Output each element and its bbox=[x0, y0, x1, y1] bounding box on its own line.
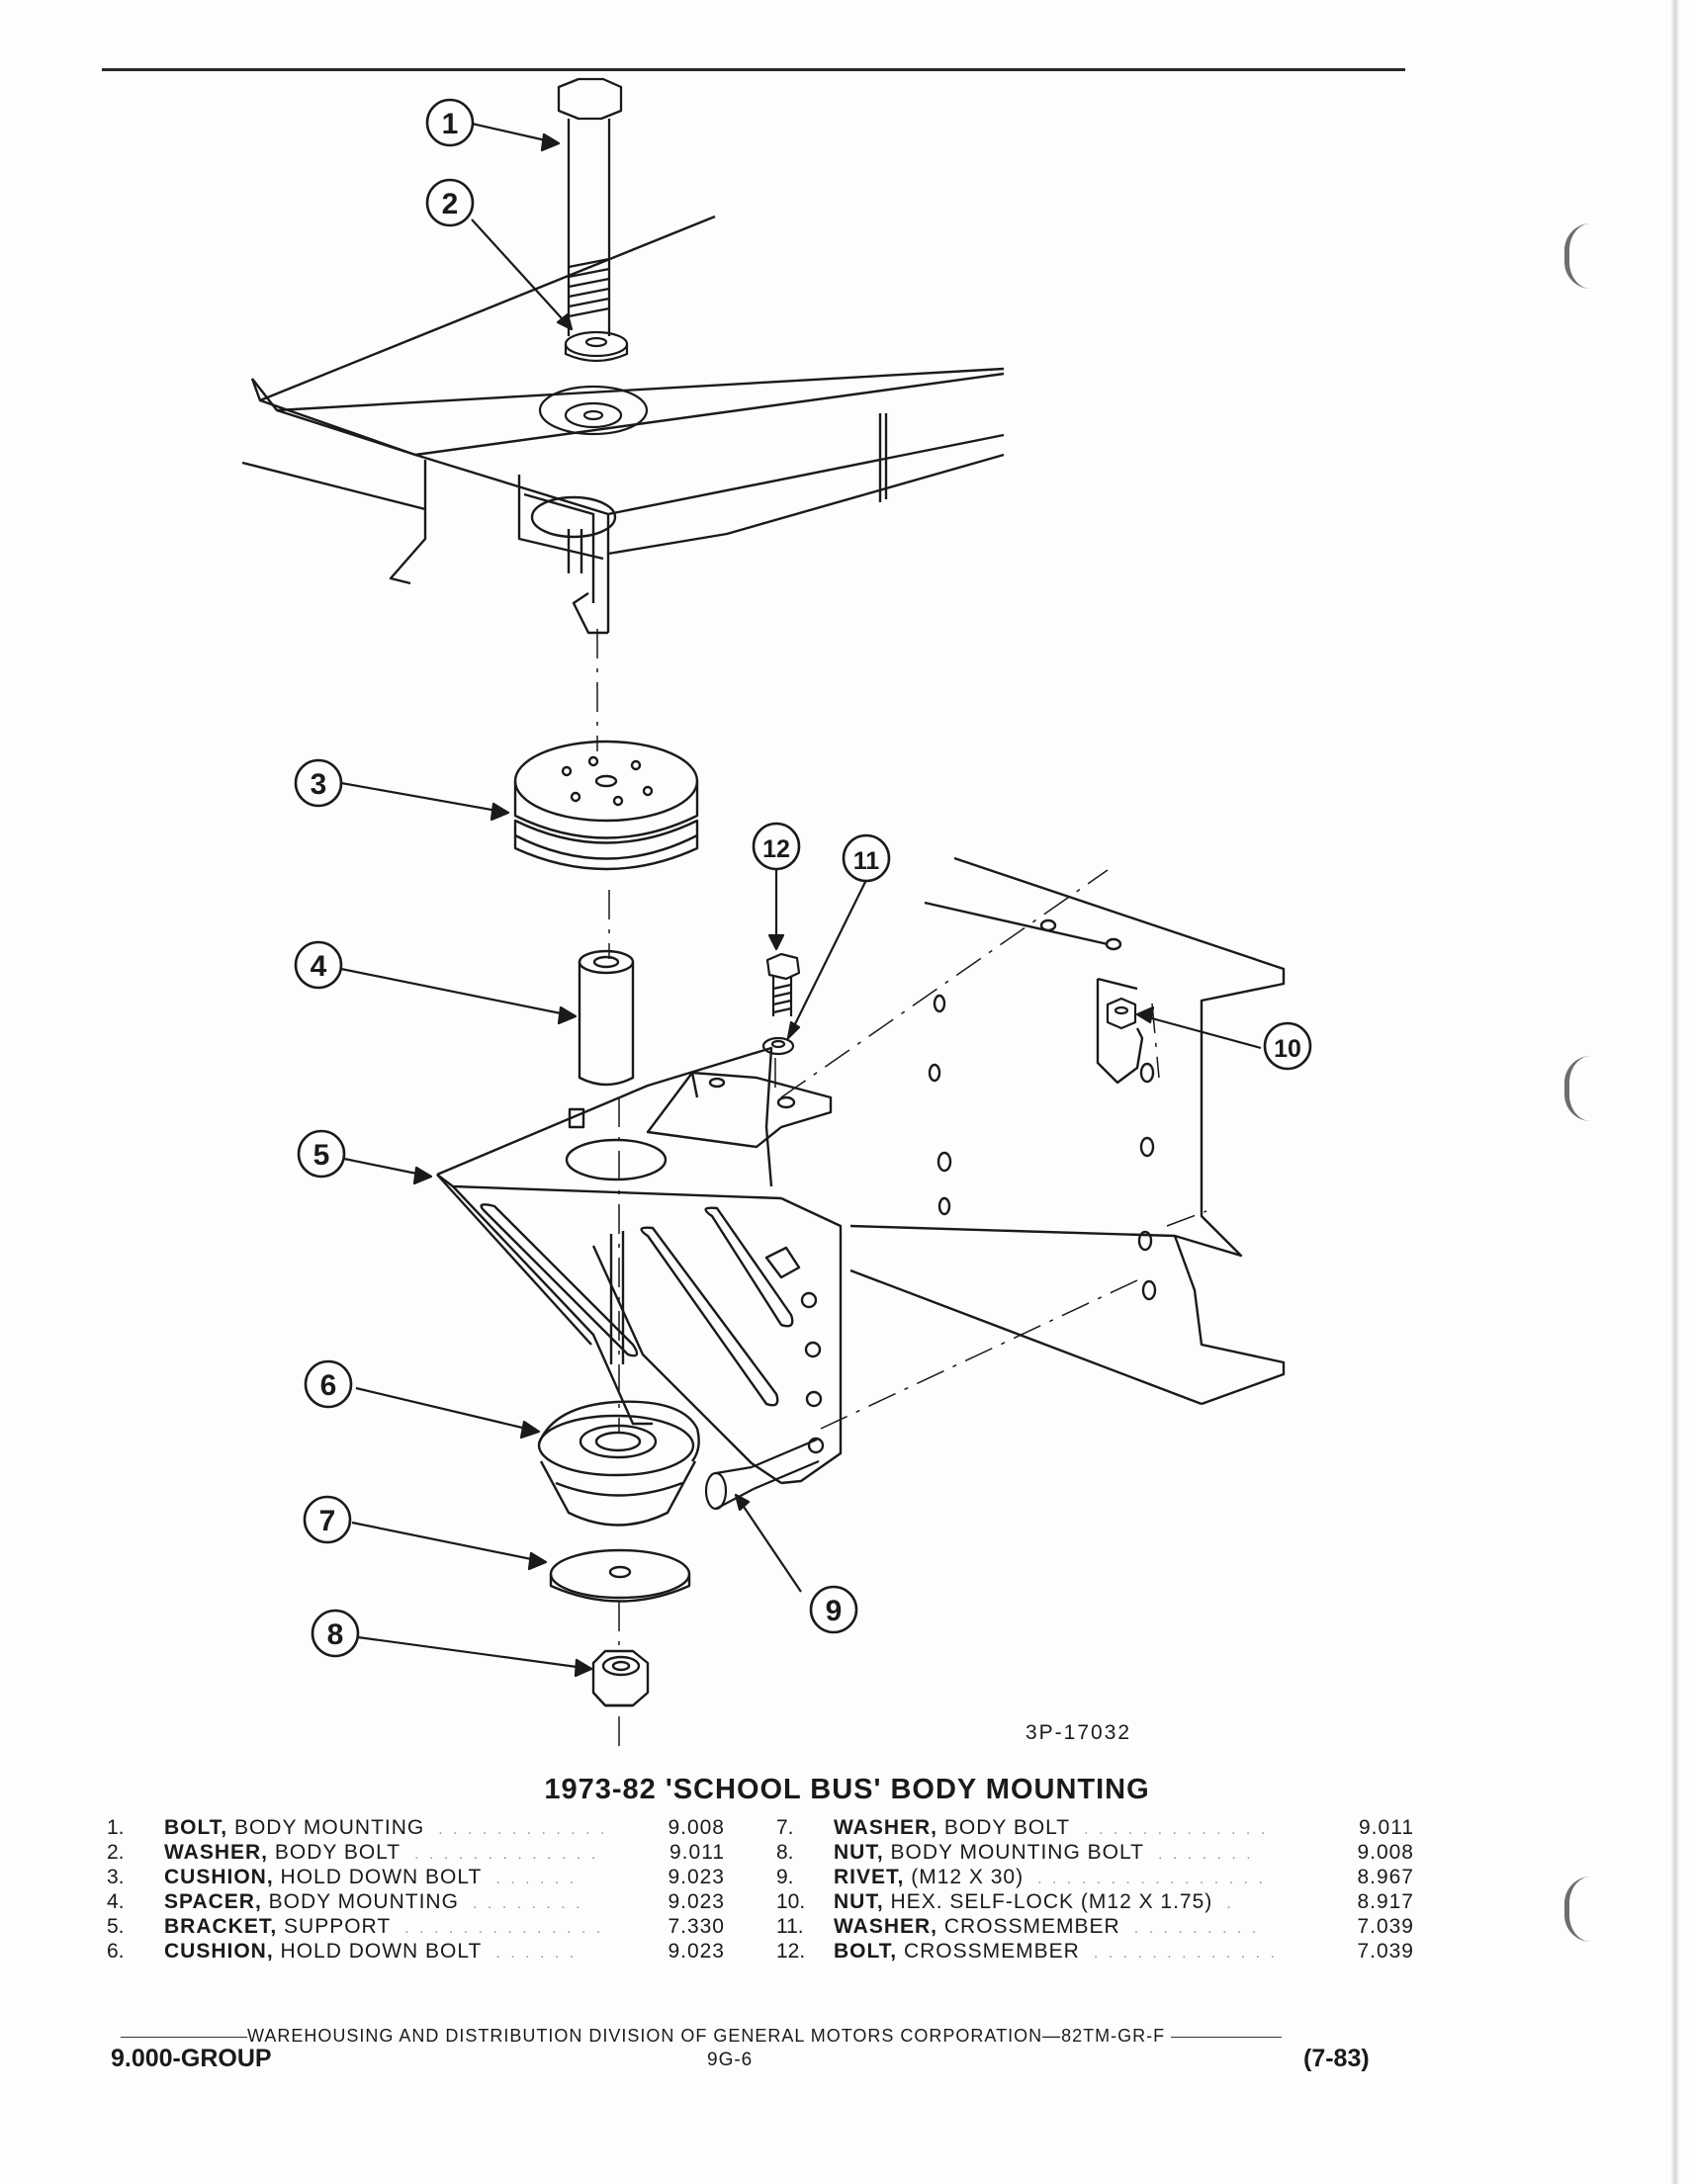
group-code: 9.023 bbox=[668, 1940, 725, 1963]
footer-group: 9.000-GROUP bbox=[111, 2045, 272, 2072]
part-row: 11. WASHER, CROSSMEMBER. . . . . . . . .… bbox=[776, 1914, 1414, 1939]
crossmember bbox=[849, 856, 1286, 1406]
callout-10: 10 bbox=[1274, 1035, 1301, 1063]
group-code: 7.330 bbox=[668, 1915, 725, 1938]
part-row: 12. BOLT, CROSSMEMBER. . . . . . . . . .… bbox=[776, 1939, 1414, 1964]
washer-part bbox=[564, 330, 629, 363]
part-description: WASHER, CROSSMEMBER. . . . . . . . . bbox=[834, 1915, 1260, 1938]
part-row: 8. NUT, BODY MOUNTING BOLT. . . . . . . … bbox=[776, 1840, 1414, 1865]
binder-hole bbox=[1564, 223, 1591, 289]
footer-division-line: WAREHOUSING AND DISTRIBUTION DIVISION OF… bbox=[121, 2026, 1375, 2047]
figure-caption: 1973-82 'SCHOOL BUS' BODY MOUNTING bbox=[544, 1774, 1150, 1805]
binder-hole bbox=[1564, 1877, 1591, 1942]
washer-part bbox=[549, 1548, 691, 1603]
rivet-part bbox=[704, 1438, 820, 1511]
part-row: 9. RIVET, (M12 X 30). . . . . . . . . . … bbox=[776, 1865, 1414, 1889]
part-number: 10. bbox=[776, 1890, 806, 1913]
footer-division: WAREHOUSING AND DISTRIBUTION DIVISION OF… bbox=[247, 2026, 1166, 2046]
part-number: 2. bbox=[107, 1841, 125, 1864]
callout-7: 7 bbox=[319, 1505, 336, 1537]
cushion-part bbox=[537, 1400, 700, 1527]
part-description: CUSHION, HOLD DOWN BOLT. . . . . . bbox=[164, 1940, 578, 1963]
callout-8: 8 bbox=[327, 1618, 344, 1651]
footer-page-number: 9G-6 bbox=[707, 2050, 754, 2070]
group-code: 8.967 bbox=[1357, 1866, 1414, 1888]
leader-lines bbox=[340, 122, 1262, 1678]
part-row: 2. WASHER, BODY BOLT. . . . . . . . . . … bbox=[107, 1840, 725, 1865]
part-row: 4. SPACER, BODY MOUNTING. . . . . . . . … bbox=[107, 1889, 725, 1914]
callout-6: 6 bbox=[320, 1369, 337, 1402]
callout-2: 2 bbox=[442, 188, 459, 220]
nut-part bbox=[1106, 997, 1137, 1030]
binder-edge bbox=[1671, 0, 1679, 2184]
parts-list-left: 1. BOLT, BODY MOUNTING. . . . . . . . . … bbox=[107, 1815, 725, 1964]
top-rule bbox=[102, 68, 1405, 71]
part-number: 7. bbox=[776, 1816, 794, 1839]
part-number: 4. bbox=[107, 1890, 125, 1913]
figure-code: 3P-17032 bbox=[1025, 1721, 1132, 1744]
part-description: RIVET, (M12 X 30). . . . . . . . . . . .… bbox=[834, 1866, 1266, 1888]
sill-seat bbox=[538, 385, 649, 436]
spacer-part bbox=[578, 949, 635, 1087]
callout-3: 3 bbox=[311, 768, 327, 801]
part-number: 3. bbox=[107, 1866, 125, 1888]
part-description: NUT, HEX. SELF-LOCK (M12 X 1.75). bbox=[834, 1890, 1234, 1913]
part-number: 12. bbox=[776, 1940, 806, 1963]
part-description: CUSHION, HOLD DOWN BOLT. . . . . . bbox=[164, 1866, 578, 1888]
group-code: 9.011 bbox=[669, 1841, 725, 1864]
part-row: 7. WASHER, BODY BOLT. . . . . . . . . . … bbox=[776, 1815, 1414, 1840]
group-code: 8.917 bbox=[1357, 1890, 1414, 1913]
part-number: 8. bbox=[776, 1841, 794, 1864]
part-description: BOLT, BODY MOUNTING. . . . . . . . . . .… bbox=[164, 1816, 608, 1839]
bolt-part bbox=[765, 952, 801, 1016]
washer-part bbox=[761, 1036, 795, 1056]
part-description: WASHER, BODY BOLT. . . . . . . . . . . .… bbox=[164, 1841, 599, 1864]
body-sill bbox=[241, 215, 1005, 635]
callout-5: 5 bbox=[313, 1139, 330, 1172]
nut-part bbox=[591, 1649, 650, 1707]
group-code: 7.039 bbox=[1357, 1915, 1414, 1938]
exploded-diagram: 1 2 3 4 5 6 7 8 9 10 11 12 bbox=[241, 77, 1312, 1750]
callout-circles bbox=[294, 98, 1312, 1658]
group-code: 9.023 bbox=[668, 1890, 725, 1913]
part-description: BRACKET, SUPPORT. . . . . . . . . . . . … bbox=[164, 1915, 604, 1938]
part-description: BOLT, CROSSMEMBER. . . . . . . . . . . .… bbox=[834, 1940, 1278, 1963]
part-number: 9. bbox=[776, 1866, 794, 1888]
binder-hole bbox=[1564, 1056, 1591, 1121]
group-code: 9.008 bbox=[1357, 1841, 1414, 1864]
bolt-part bbox=[557, 77, 623, 336]
group-code: 9.008 bbox=[668, 1816, 725, 1839]
bracket-part bbox=[436, 1046, 843, 1485]
part-row: 5. BRACKET, SUPPORT. . . . . . . . . . .… bbox=[107, 1914, 725, 1939]
callout-4: 4 bbox=[311, 950, 327, 983]
part-description: WASHER, BODY BOLT. . . . . . . . . . . .… bbox=[834, 1816, 1269, 1839]
part-row: 10. NUT, HEX. SELF-LOCK (M12 X 1.75). 8.… bbox=[776, 1889, 1414, 1914]
footer-date: (7-83) bbox=[1303, 2045, 1370, 2072]
group-code: 7.039 bbox=[1357, 1940, 1414, 1963]
part-row: 3. CUSHION, HOLD DOWN BOLT. . . . . . 9.… bbox=[107, 1865, 725, 1889]
callout-1: 1 bbox=[442, 108, 459, 140]
group-code: 9.011 bbox=[1359, 1816, 1414, 1839]
part-number: 11. bbox=[776, 1915, 804, 1938]
callout-9: 9 bbox=[826, 1595, 843, 1627]
part-description: NUT, BODY MOUNTING BOLT. . . . . . . bbox=[834, 1841, 1254, 1864]
part-number: 1. bbox=[107, 1816, 125, 1839]
part-number: 6. bbox=[107, 1940, 125, 1963]
group-code: 9.023 bbox=[668, 1866, 725, 1888]
part-description: SPACER, BODY MOUNTING. . . . . . . . bbox=[164, 1890, 583, 1913]
part-row: 6. CUSHION, HOLD DOWN BOLT. . . . . . 9.… bbox=[107, 1939, 725, 1964]
part-number: 5. bbox=[107, 1915, 125, 1938]
parts-list-right: 7. WASHER, BODY BOLT. . . . . . . . . . … bbox=[776, 1815, 1414, 1964]
callout-12: 12 bbox=[762, 835, 790, 863]
callout-11: 11 bbox=[853, 847, 880, 875]
cushion-part bbox=[513, 740, 699, 871]
part-row: 1. BOLT, BODY MOUNTING. . . . . . . . . … bbox=[107, 1815, 725, 1840]
